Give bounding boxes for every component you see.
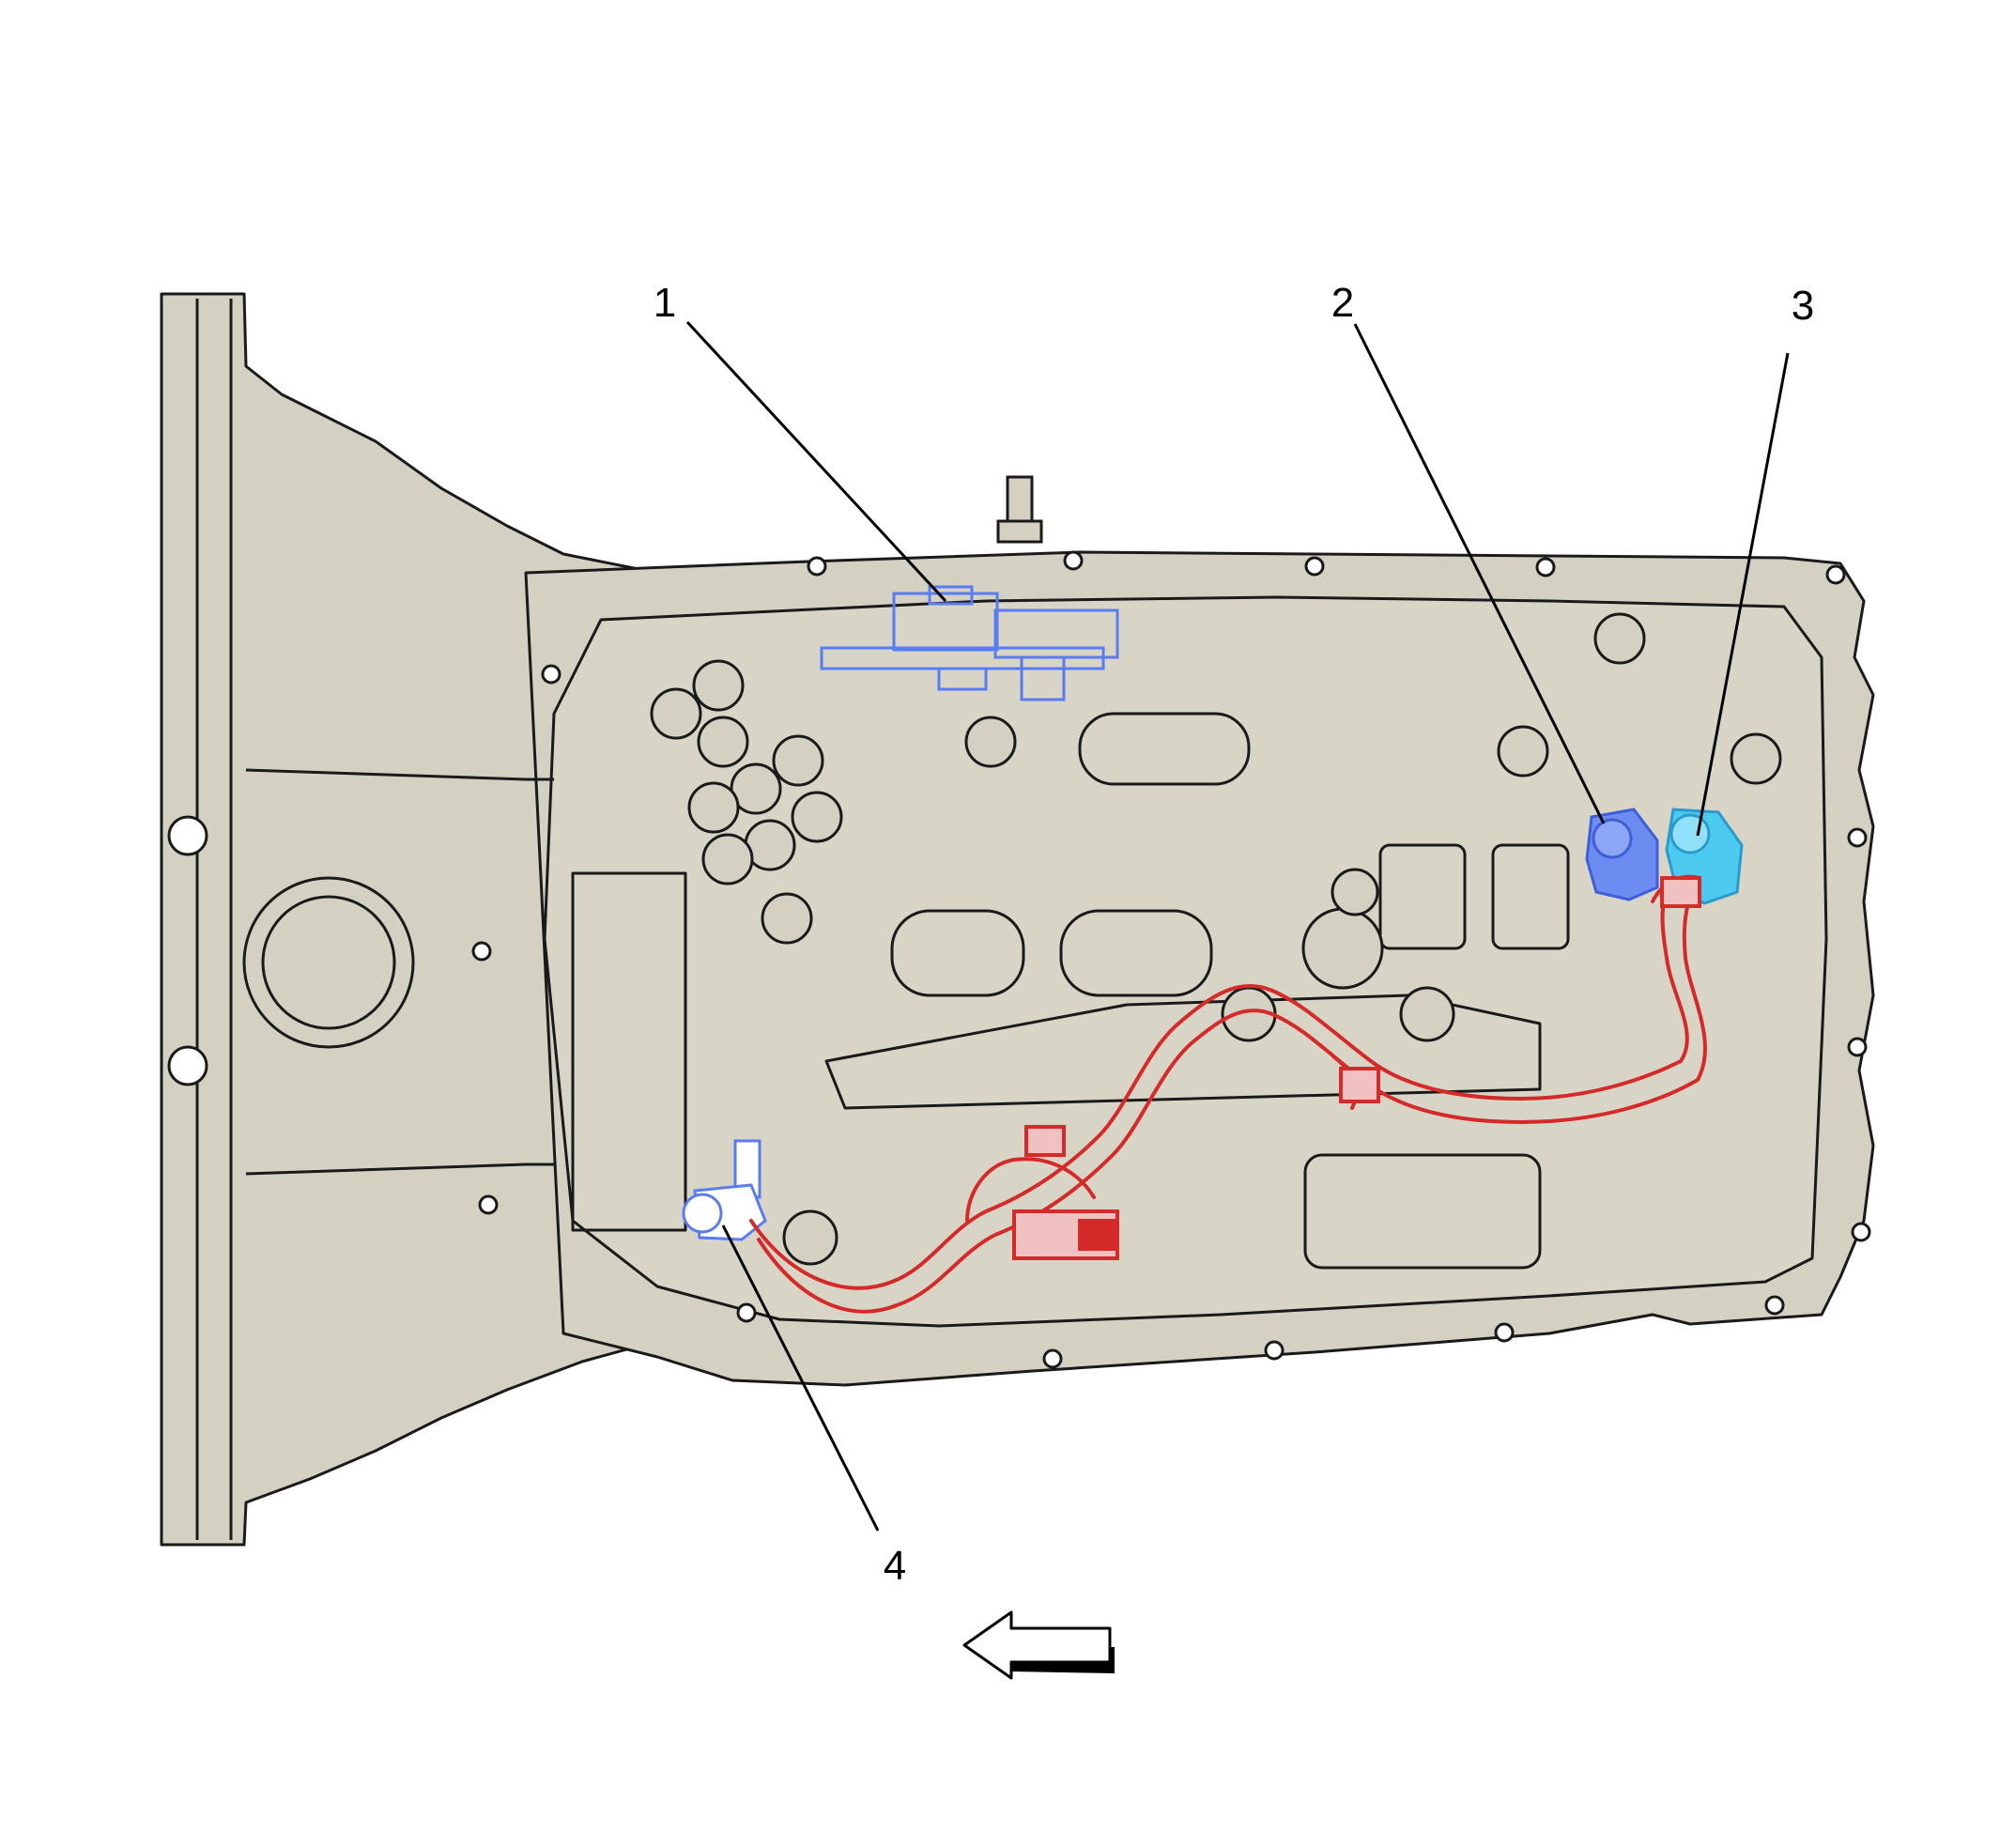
bolt-hole bbox=[1063, 550, 1084, 571]
bolt-hole bbox=[541, 664, 562, 685]
sensor-4-bolt bbox=[682, 1193, 723, 1234]
boss bbox=[772, 734, 824, 787]
boss bbox=[791, 791, 843, 843]
bolt-hole bbox=[1042, 1348, 1063, 1369]
harness-connector-plug bbox=[1078, 1219, 1119, 1251]
harness-main bbox=[749, 895, 1689, 1290]
bolt-hole bbox=[1494, 1322, 1515, 1343]
bolt-hole bbox=[167, 815, 208, 856]
bolt-hole bbox=[478, 1194, 499, 1215]
arrow-shape bbox=[962, 1610, 1112, 1680]
bolt-hole bbox=[1264, 1340, 1285, 1361]
sensor-3-bolt bbox=[1669, 813, 1711, 855]
boss bbox=[964, 716, 1017, 768]
filter-block-b bbox=[1491, 843, 1570, 950]
bolt-hole bbox=[1535, 557, 1556, 578]
boss bbox=[687, 781, 740, 834]
component-1-connector bbox=[820, 585, 1119, 701]
leader-1 bbox=[685, 320, 947, 603]
connector-latch bbox=[1020, 655, 1066, 701]
valve-bosses bbox=[650, 612, 1782, 1266]
boss bbox=[650, 687, 702, 740]
connector-tab bbox=[937, 667, 988, 691]
harness-connector-small bbox=[1024, 1125, 1066, 1157]
boss bbox=[1331, 868, 1379, 916]
bolt-hole bbox=[807, 556, 827, 577]
wiring-harness bbox=[749, 874, 1707, 1314]
case-rib bbox=[245, 768, 554, 1176]
oil-pan-inner bbox=[543, 595, 1828, 1328]
boss bbox=[697, 716, 749, 768]
valve-body-panel bbox=[571, 871, 687, 1232]
callout-leaders bbox=[685, 320, 1790, 1532]
bolt-hole bbox=[471, 941, 492, 962]
harness-connector-mid bbox=[1339, 1067, 1380, 1103]
bolt-holes bbox=[167, 550, 1871, 1369]
connector-body bbox=[892, 592, 999, 652]
bolt-hole bbox=[1825, 564, 1846, 585]
inner-rib bbox=[824, 993, 1542, 1110]
leader-4 bbox=[721, 1224, 880, 1532]
leader-3 bbox=[1696, 352, 1790, 837]
callout-3: 3 bbox=[1792, 283, 1814, 329]
lower-pocket bbox=[1303, 1153, 1542, 1270]
bearing-ring bbox=[242, 876, 415, 1049]
left-arrow-icon bbox=[962, 1610, 1115, 1680]
callout-2: 2 bbox=[1331, 280, 1354, 326]
harness-clip bbox=[1660, 876, 1701, 908]
leader-2 bbox=[1353, 323, 1606, 824]
boss bbox=[1730, 732, 1782, 785]
boss bbox=[701, 833, 754, 886]
boss bbox=[1301, 907, 1384, 990]
harness-branch-1 bbox=[965, 1157, 1096, 1223]
callout-1: 1 bbox=[654, 280, 676, 326]
vent-tube bbox=[996, 475, 1043, 544]
oval-port-c bbox=[1059, 909, 1213, 997]
callout-4: 4 bbox=[884, 1543, 906, 1589]
harness-main-outer bbox=[757, 895, 1707, 1314]
vent-base bbox=[996, 519, 1043, 544]
bolt-hole bbox=[167, 1045, 208, 1086]
boss bbox=[730, 762, 782, 815]
component-4-sensor bbox=[682, 1139, 767, 1241]
boss bbox=[1593, 612, 1646, 665]
boss bbox=[1497, 725, 1549, 778]
boss bbox=[692, 659, 745, 712]
bearing-ring-inner bbox=[261, 895, 396, 1030]
oval-port-a bbox=[1078, 712, 1251, 786]
bolt-hole bbox=[1851, 1222, 1871, 1242]
bolt-hole bbox=[1764, 1295, 1785, 1316]
bolt-hole bbox=[1304, 556, 1325, 577]
vent-stem bbox=[1006, 475, 1034, 526]
boss bbox=[761, 892, 813, 945]
bolt-hole bbox=[1847, 1037, 1868, 1057]
boss bbox=[782, 1209, 838, 1266]
connector-top bbox=[928, 585, 974, 606]
sensor-2-bolt bbox=[1592, 818, 1633, 859]
bolt-hole bbox=[736, 1302, 757, 1323]
flange-edge bbox=[195, 299, 233, 1540]
filter-block bbox=[1378, 843, 1467, 950]
oval-port-b bbox=[890, 909, 1025, 997]
component-2-sensor bbox=[1585, 808, 1659, 901]
boss bbox=[1399, 986, 1455, 1042]
bolt-hole bbox=[1847, 827, 1868, 848]
